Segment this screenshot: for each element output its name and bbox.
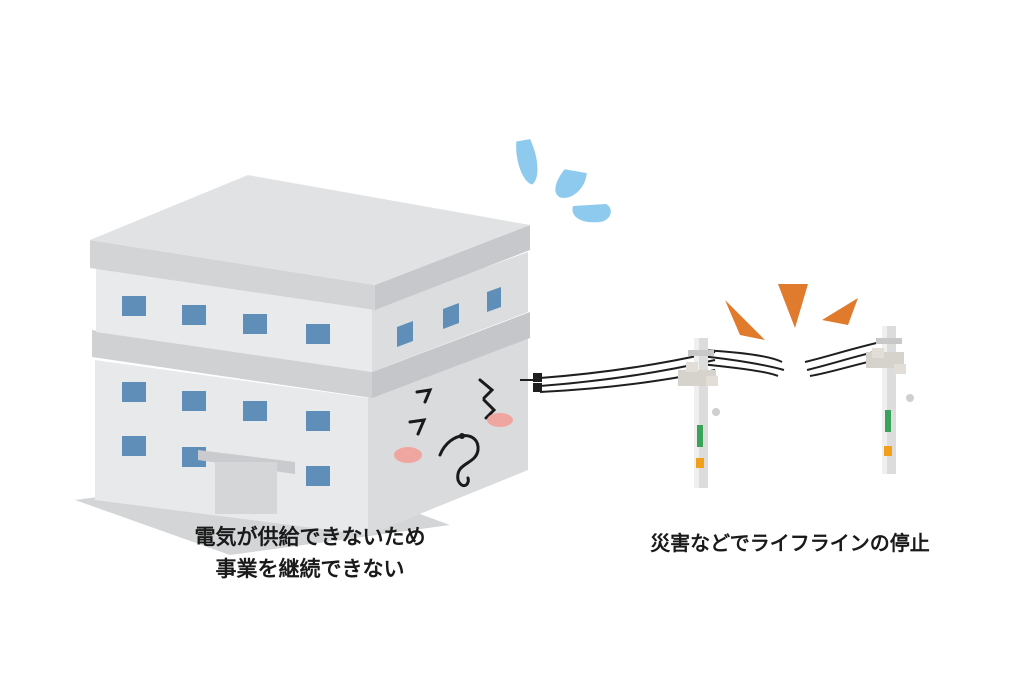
- utility-pole-icon: [678, 326, 914, 488]
- utility-pole-right: [866, 326, 914, 474]
- utility-pole-left: [678, 338, 720, 488]
- building-caption-line1: 電気が供給できないため: [194, 525, 426, 549]
- lifeline-caption: 災害などでライフラインの停止: [650, 531, 930, 555]
- cheek-blush: [394, 413, 513, 463]
- building-caption: 電気が供給できないため 事業を継続できない: [130, 521, 490, 585]
- sweat-drops-icon: [516, 139, 611, 223]
- upper-windows: [122, 296, 330, 344]
- building-icon: [90, 175, 530, 535]
- lower-windows-row1: [122, 382, 330, 431]
- upper-windows-right: [397, 287, 501, 347]
- distressed-face-icon: [408, 378, 497, 488]
- alert-burst-icon: [725, 284, 858, 340]
- building-caption-line2: 事業を継続できない: [215, 557, 405, 581]
- entrance-door: [198, 450, 295, 514]
